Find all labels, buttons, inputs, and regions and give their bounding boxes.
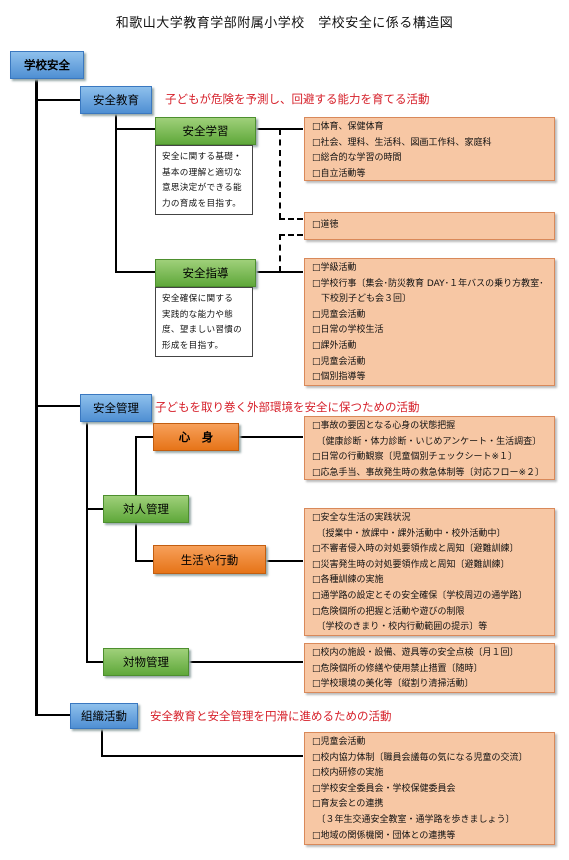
personal-management-node: 対人管理 bbox=[103, 495, 189, 523]
mind-body-items-panel: □事故の要因となる心身の状態把握 〔健康診断・体力診断・いじめアンケート・生活調… bbox=[304, 416, 555, 480]
education-node: 安全教育 bbox=[80, 86, 152, 114]
behavior-node: 生活や行動 bbox=[153, 545, 266, 574]
organization-tagline: 安全教育と安全管理を円滑に進めるための活動 bbox=[150, 709, 392, 723]
physical-management-node: 対物管理 bbox=[103, 648, 189, 676]
moral-panel: □道徳 bbox=[304, 212, 555, 240]
page-title: 和歌山大学教育学部附属小学校 学校安全に係る構造図 bbox=[115, 16, 454, 31]
guidance-node: 安全指導 bbox=[155, 259, 256, 287]
management-node: 安全管理 bbox=[80, 394, 152, 422]
physical-items-panel: □校内の施設・設備、遊具等の安全点検〔月１回〕 □危険個所の修繕や使用禁止措置〔… bbox=[304, 643, 555, 693]
mind-body-node: 心 身 bbox=[153, 423, 239, 451]
behavior-items-panel: □安全な生活の実践状況 〔授業中・放課中・課外活動中・校外活動中〕 □不審者侵入… bbox=[304, 508, 555, 636]
education-tagline: 子どもが危険を予測し、回避する能力を育てる活動 bbox=[165, 92, 430, 106]
learning-description: 安全に関する基礎・ 基本の理解と適切な 意思決定ができる能 力の育成を目指す。 bbox=[155, 145, 253, 215]
root-node: 学校安全 bbox=[10, 51, 84, 79]
management-tagline: 子どもを取り巻く外部環境を安全に保つための活動 bbox=[155, 400, 420, 414]
guidance-description: 安全確保に関する 実践的な能力や態 度、望ましい習慣の 形成を目指す。 bbox=[155, 287, 253, 357]
learning-items-panel: □体育、保健体育 □社会、理科、生活科、図画工作科、家庭科 □総合的な学習の時間… bbox=[304, 117, 555, 181]
organization-node: 組織活動 bbox=[70, 703, 138, 729]
learning-node: 安全学習 bbox=[155, 117, 256, 145]
guidance-items-panel: □学級活動 □学校行事〔集会･防災教育 DAY･１年バスの乗り方教室･ 下校別子… bbox=[304, 258, 555, 386]
organization-items-panel: □児童会活動 □校内協力体制〔職員会議毎の気になる児童の交流〕 □校内研修の実施… bbox=[304, 732, 555, 845]
